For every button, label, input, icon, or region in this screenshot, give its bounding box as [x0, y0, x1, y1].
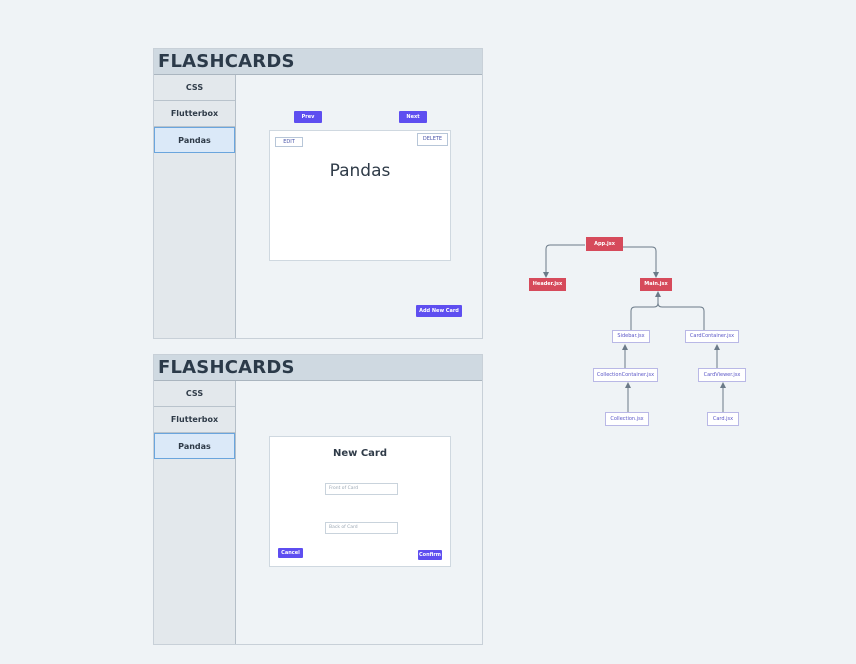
- sidebar-item-flutterbox[interactable]: Flutterbox: [154, 407, 235, 433]
- main-panel: Prev Next EDIT DELETE Pandas Add New Car…: [236, 75, 482, 338]
- node-collection: Collection.jsx: [605, 412, 649, 426]
- sidebar: CSS Flutterbox Pandas: [154, 75, 236, 338]
- cancel-button[interactable]: Cancel: [278, 548, 303, 558]
- edge-app-header: [543, 244, 585, 278]
- node-main: Main.jsx: [640, 278, 672, 291]
- prev-button[interactable]: Prev: [294, 111, 322, 123]
- node-sidebar: Sidebar.jsx: [612, 330, 650, 343]
- back-of-card-input[interactable]: Back of Card: [325, 522, 398, 534]
- next-button[interactable]: Next: [399, 111, 427, 123]
- sidebar-item-pandas[interactable]: Pandas: [154, 127, 235, 153]
- confirm-button[interactable]: Confirm: [418, 550, 442, 560]
- sidebar: CSS Flutterbox Pandas: [154, 381, 236, 644]
- delete-button[interactable]: DELETE: [417, 133, 448, 146]
- node-header: Header.jsx: [529, 278, 566, 291]
- app-header: FLASHCARDS: [154, 49, 482, 75]
- node-cardviewer: CardViewer.jsx: [698, 368, 746, 382]
- node-card: Card.jsx: [707, 412, 739, 426]
- app-title: FLASHCARDS: [158, 51, 295, 72]
- node-collectioncontainer: CollectionContainer.jsx: [593, 368, 658, 382]
- edge-app-main: [623, 246, 659, 278]
- edit-button[interactable]: EDIT: [275, 137, 303, 147]
- edge-sidebar-main: [630, 291, 661, 330]
- sidebar-item-pandas[interactable]: Pandas: [154, 433, 235, 459]
- flashcards-viewer-mockup: FLASHCARDS CSS Flutterbox Pandas Prev Ne…: [153, 48, 483, 339]
- node-cardcontainer: CardContainer.jsx: [685, 330, 739, 343]
- sidebar-item-flutterbox[interactable]: Flutterbox: [154, 101, 235, 127]
- main-panel: New Card Front of Card Back of Card Canc…: [236, 381, 482, 644]
- node-app: App.jsx: [586, 237, 623, 251]
- sidebar-item-css[interactable]: CSS: [154, 381, 235, 407]
- app-header: FLASHCARDS: [154, 355, 482, 381]
- app-title: FLASHCARDS: [158, 357, 295, 378]
- edge-cardcontainer-main: [657, 302, 705, 330]
- form-title: New Card: [332, 448, 388, 459]
- front-of-card-input[interactable]: Front of Card: [325, 483, 398, 495]
- flashcards-new-card-mockup: FLASHCARDS CSS Flutterbox Pandas New Car…: [153, 354, 483, 645]
- sidebar-item-css[interactable]: CSS: [154, 75, 235, 101]
- add-new-card-button[interactable]: Add New Card: [416, 305, 462, 317]
- new-card-form: New Card Front of Card Back of Card Canc…: [269, 436, 451, 567]
- flashcard: EDIT DELETE Pandas: [269, 130, 451, 261]
- card-text: Pandas: [329, 161, 391, 181]
